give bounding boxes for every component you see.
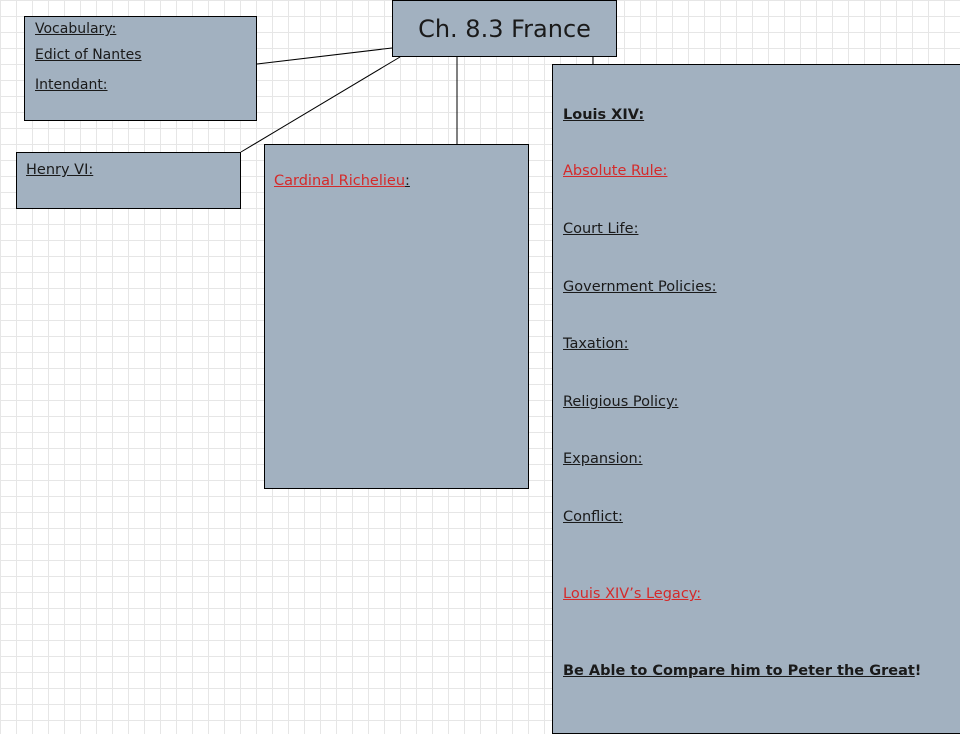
vocabulary-box: Vocabulary: Edict of Nantes Intendant: bbox=[24, 16, 257, 121]
louis-item-legacy: Louis XIV’s Legacy: bbox=[563, 586, 702, 602]
louis-compare-text: Be Able to Compare him to Peter the Grea… bbox=[563, 663, 915, 679]
richelieu-box: Cardinal Richelieu: bbox=[264, 144, 529, 489]
richelieu-name: Cardinal Richelieu bbox=[274, 173, 406, 189]
vocabulary-term-edict-of-nantes: Edict of Nantes bbox=[35, 47, 142, 63]
henry-box: Henry VI: bbox=[16, 152, 241, 209]
louis-heading: Louis XIV: bbox=[563, 107, 645, 123]
louis-item-absolute-rule: Absolute Rule: bbox=[563, 163, 668, 179]
vocabulary-term-intendant: Intendant: bbox=[35, 77, 108, 93]
louis-item-taxation: Taxation: bbox=[563, 336, 629, 352]
henry-label: Henry VI: bbox=[26, 162, 94, 178]
louis-item-religious-policy: Religious Policy: bbox=[563, 394, 679, 410]
connector-title-henry bbox=[240, 56, 401, 153]
louis-item-court-life: Court Life: bbox=[563, 221, 639, 237]
louis-item-expansion: Expansion: bbox=[563, 451, 643, 467]
louis-item-government-policies: Government Policies: bbox=[563, 279, 717, 295]
richelieu-colon: : bbox=[405, 173, 410, 189]
louis-compare-note: Be Able to Compare him to Peter the Grea… bbox=[563, 663, 921, 679]
vocabulary-heading: Vocabulary: bbox=[35, 21, 117, 37]
central-topic-box: Ch. 8.3 France bbox=[392, 0, 617, 57]
louis-xiv-box: Louis XIV: Absolute Rule: Court Life: Go… bbox=[552, 64, 960, 734]
connector-title-vocabulary bbox=[256, 47, 393, 65]
louis-item-conflict: Conflict: bbox=[563, 509, 623, 525]
page-title: Ch. 8.3 France bbox=[418, 14, 591, 43]
louis-compare-exclamation: ! bbox=[914, 663, 922, 679]
